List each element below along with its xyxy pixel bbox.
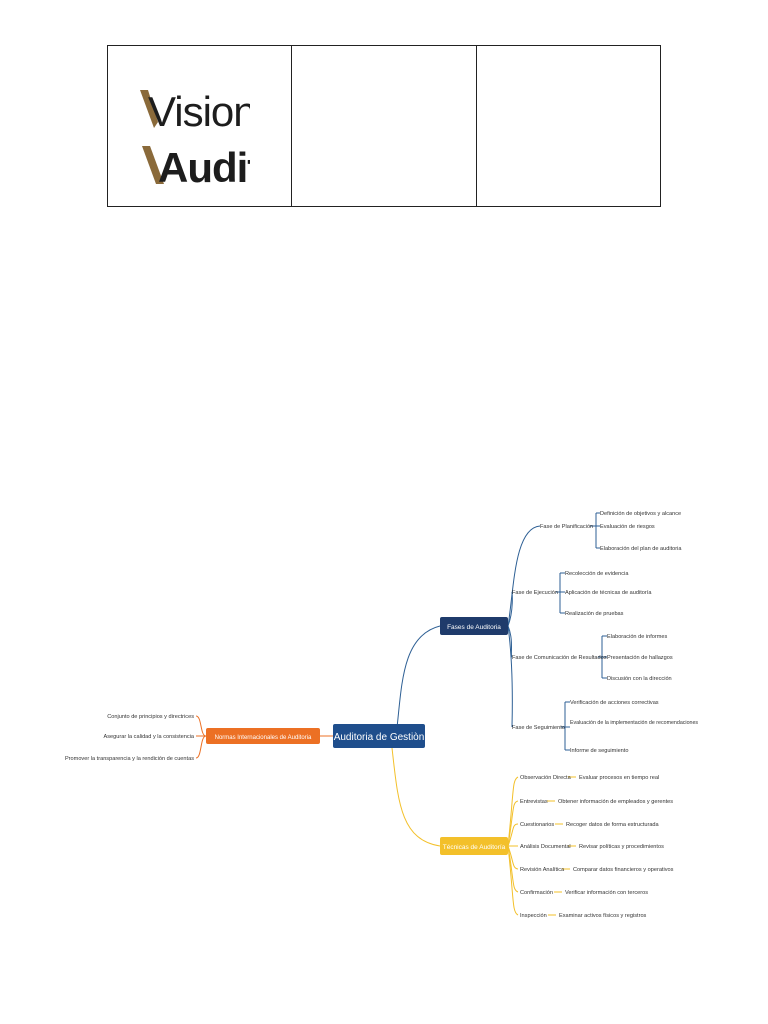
seguimiento-item-2: Evaluación de la implementación de recom…	[570, 720, 698, 726]
fases-label: Fases de Auditoria	[447, 624, 501, 631]
comunicacion-item-1: Elaboración de informes	[607, 634, 668, 640]
seguimiento-item-1: Verificación de acciones correctivas	[570, 700, 659, 706]
tecnica-3-detail: Recoger datos de forma estructurada	[566, 822, 660, 828]
vision-audit-logo: Vision Audit	[140, 88, 250, 191]
normas-node	[206, 728, 320, 744]
ejecucion-item-3: Realización de pruebas	[565, 611, 624, 617]
header-table: Vision Audit	[107, 45, 661, 207]
normas-item-2: Asegurar la calidad y la consistencia	[104, 734, 195, 740]
normas-item-1: Conjunto de principios y directrices	[107, 714, 194, 720]
tecnica-6-detail: Verificar información con terceros	[565, 890, 648, 896]
tecnicas-label: Técnicas de Auditoría	[443, 844, 506, 851]
comunicacion-item-3: Discusión con la dirección	[607, 676, 672, 682]
tecnica-4-detail: Revisar políticas y procedimientos	[579, 844, 664, 850]
fase-seguimiento: Fase de Seguimiento	[512, 725, 565, 731]
logo-line1: Vision	[148, 88, 250, 135]
tecnica-5: Revisión Analítica	[520, 867, 565, 873]
tecnica-7-detail: Examinar activos físicos y registros	[559, 913, 647, 919]
normas-connectors	[195, 715, 333, 759]
header-cell-2	[291, 46, 475, 206]
tecnica-2: Entrevistas	[520, 799, 548, 805]
root-label: Auditoria de Gestiòn	[334, 732, 425, 743]
tecnica-2-detail: Obtener información de empleados y geren…	[558, 799, 673, 805]
tecnica-7: Inspección	[520, 913, 547, 919]
tecnica-6: Confirmación	[520, 890, 553, 896]
planificacion-item-2: Evaluación de riesgos	[600, 524, 655, 530]
ejecucion-item-2: Aplicación de técnicas de auditoría	[565, 590, 652, 596]
planificacion-item-3: Elaboración del plan de auditoria	[600, 546, 682, 552]
root-node	[333, 724, 425, 748]
ejecucion-item-1: Recolección de evidencia	[565, 571, 629, 577]
fase-planificacion: Fase de Planificación	[540, 524, 593, 530]
tecnica-5-detail: Comparar datos financieros y operativos	[573, 867, 674, 873]
tecnica-1-detail: Evaluar procesos en tiempo real	[579, 775, 659, 781]
planificacion-item-1: Definición de objetivos y alcance	[600, 511, 681, 517]
tecnicas-connectors	[391, 747, 576, 916]
fase-ejecucion: Fase de Ejecución	[512, 590, 558, 596]
logo-line2: Audit	[158, 144, 250, 191]
seguimiento-item-3: Informe de seguimiento	[570, 748, 628, 754]
normas-item-3: Promover la transparencia y la rendición…	[65, 756, 194, 762]
tecnicas-node	[440, 837, 508, 855]
fase-comunicacion: Fase de Comunicación de Resultados	[512, 655, 607, 661]
logo-cell: Vision Audit	[108, 46, 291, 206]
normas-label: Normas Internacionales de Auditoria	[215, 735, 312, 741]
tecnica-4: Análisis Documental	[520, 844, 571, 850]
tecnica-1: Observación Directa	[520, 775, 572, 781]
header-cell-3	[475, 46, 660, 206]
fases-connectors	[395, 512, 607, 751]
comunicacion-item-2: Presentación de hallazgos	[607, 655, 673, 661]
tecnica-3: Cuestionarios	[520, 822, 554, 828]
fases-node	[440, 617, 508, 635]
